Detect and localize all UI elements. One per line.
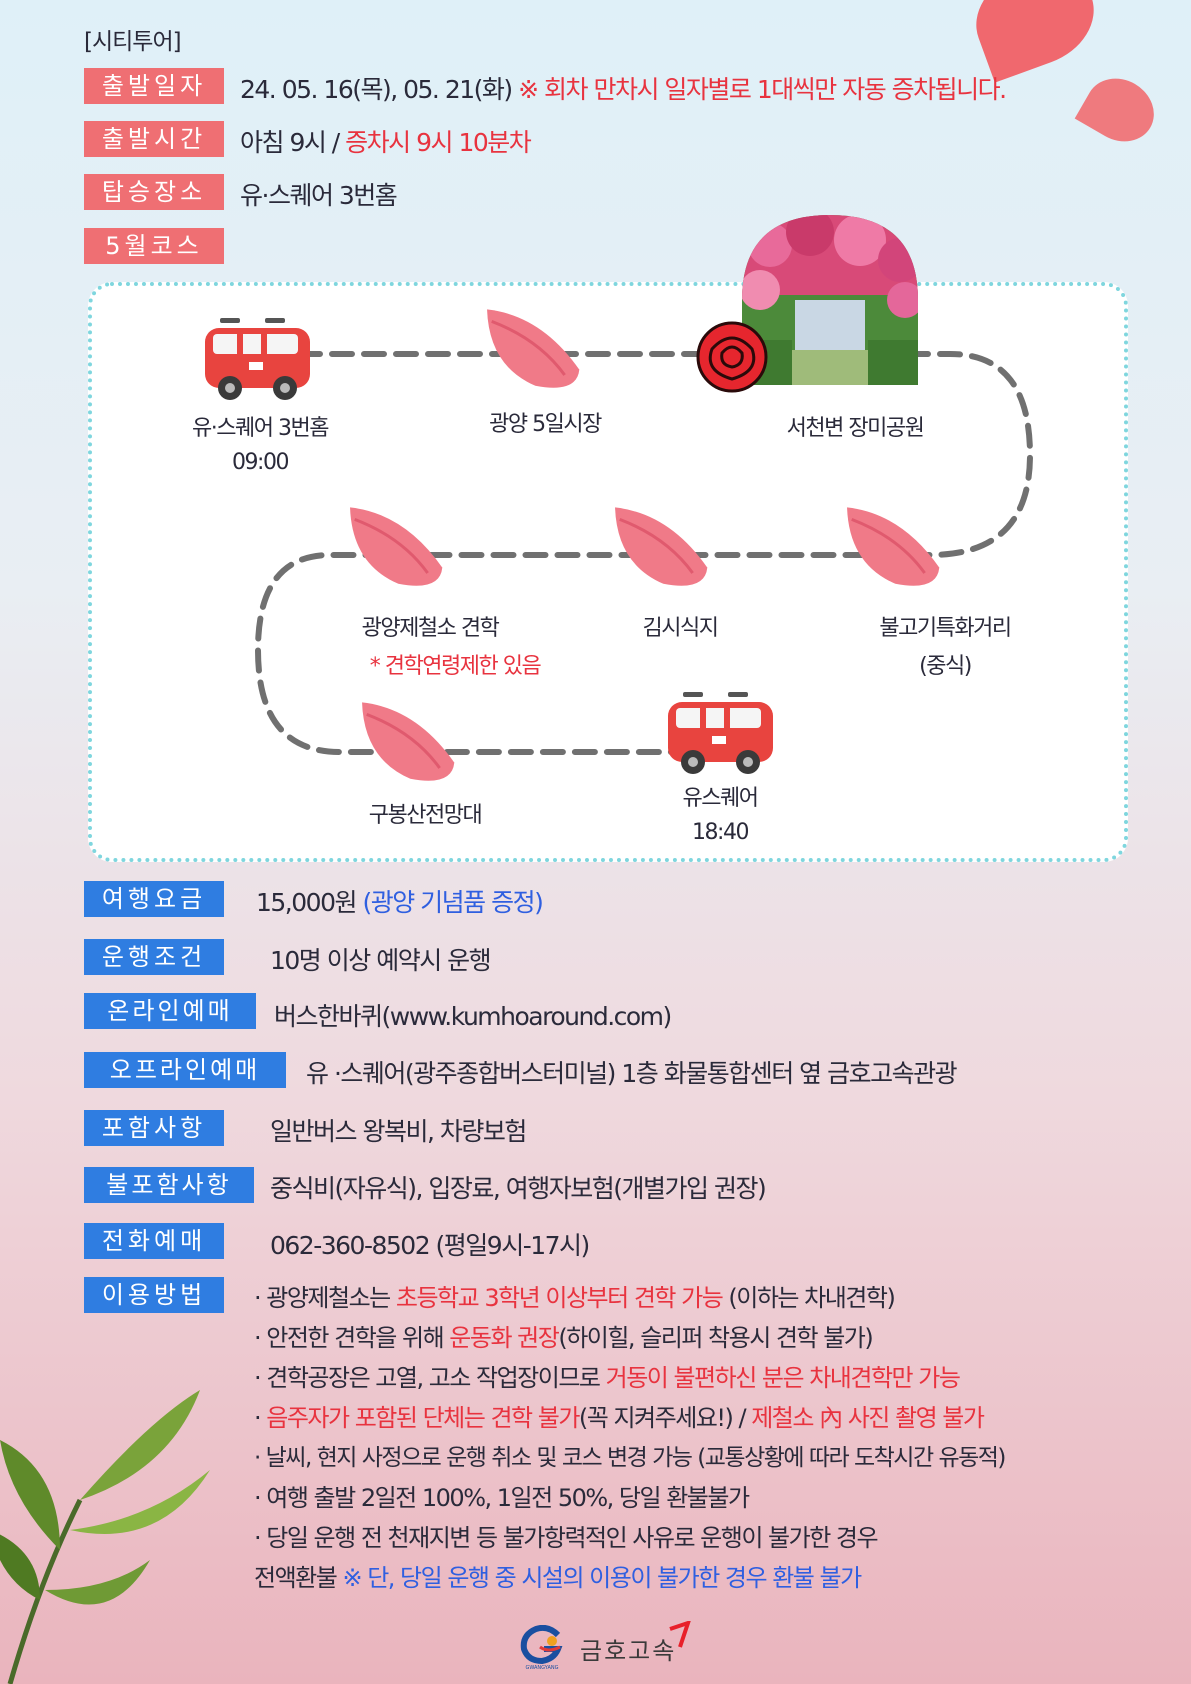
departure-time-note: 증차시 9시 10분차 (345, 128, 532, 157)
condition-value: 10명 이상 예약시 운행 (270, 946, 492, 975)
stop-kimsi: 김시식지 (642, 616, 719, 641)
course-route-svg (205, 215, 1034, 781)
usage-3a: · 견학공장은 고열, 고소 작업장이므로 (254, 1364, 606, 1392)
stop-bulgogi-sub: (중식) (919, 654, 972, 679)
usage-line-5: · 날씨, 현지 사정으로 운행 취소 및 코스 변경 가능 (교통상황에 따라… (254, 1445, 1006, 1471)
fare-value: 15,000원 (광양 기념품 증정) (256, 883, 544, 919)
stop-market: 광양 5일시장 (489, 412, 602, 437)
petal-marker-kimsi (615, 507, 708, 586)
kumho-logo: 금호고속 (580, 1620, 692, 1666)
stop-start-name: 유·스퀘어 3번홈 (192, 416, 329, 441)
usage-line-4: · 음주자가 포함된 단체는 견학 불가(꼭 지켜주세요!) / 제철소 內 사… (254, 1398, 1005, 1438)
kumho-swoosh-icon (669, 1620, 692, 1648)
fare-label: 여행요금 (84, 881, 224, 917)
usage-1b: 초등학교 3학년 이상부터 견학 가능 (395, 1284, 724, 1312)
stop-start: 유·스퀘어 3번홈 09:00 (170, 410, 350, 475)
departure-time-label: 출발시간 (84, 121, 224, 157)
stop-end-time: 18:40 (692, 820, 749, 845)
usage-3b: 거동이 불편하신 분은 차내견학만 가능 (605, 1364, 961, 1392)
offline-value: 유 ·스퀘어(광주종합버스터미널) 1층 화물통합센터 옆 금호고속관광 (306, 1059, 958, 1088)
stop-start-time: 09:00 (232, 450, 289, 475)
footer-logos: GWANGYANG 금호고속 (518, 1620, 692, 1671)
usage-8a: 전액환불 (254, 1564, 343, 1592)
stop-bulgogi: 불고기특화거리 (중식) (855, 610, 1035, 680)
petal-marker-bulgogi (847, 507, 940, 586)
gwangyang-logo-text: GWANGYANG (525, 1665, 559, 1671)
offline-label: 오프라인예매 (84, 1052, 286, 1088)
bus-icon-start (205, 318, 310, 400)
stop-bulgogi-name: 불고기특화거리 (879, 616, 1012, 641)
stop-end: 유스퀘어 18:40 (640, 780, 800, 845)
usage-8b: ※ 단, 당일 운행 중 시설의 이용이 불가한 경우 환불 불가 (342, 1564, 862, 1592)
usage-2a: · 안전한 견학을 위해 (254, 1324, 450, 1352)
usage-1a: · 광양제철소는 (254, 1284, 396, 1312)
stop-steel: 광양제철소 견학 * 견학연령제한 있음 (310, 610, 550, 680)
usage-label: 이용방법 (84, 1277, 224, 1313)
usage-2b: 운동화 권장 (449, 1324, 560, 1352)
boarding-label: 탑승장소 (84, 174, 224, 210)
stop-gubong: 구봉산전망대 (368, 803, 483, 828)
rose-icon (696, 321, 768, 393)
stop-steel-name: 광양제철소 견학 (361, 616, 500, 641)
excluded-value: 중식비(자유식), 입장료, 여행자보험(개별가입 권장) (270, 1174, 767, 1203)
stop-rose-park: 서천변 장미공원 (786, 416, 925, 441)
route-path (254, 351, 1034, 755)
petal-marker-gubong (362, 702, 455, 781)
included-value: 일반버스 왕복비, 차량보험 (270, 1117, 527, 1146)
usage-4d: 제철소 內 사진 촬영 불가 (751, 1404, 985, 1432)
leaf-decoration (0, 1390, 210, 1684)
departure-time-value: 아침 9시 / 증차시 9시 10분차 (240, 123, 532, 159)
usage-4b: 음주자가 포함된 단체는 견학 불가 (266, 1404, 580, 1432)
usage-1c: (이하는 차내견학) (722, 1284, 895, 1312)
included-label: 포함사항 (84, 1110, 224, 1146)
departure-date-value: 24. 05. 16(목), 05. 21(화) ※ 회차 만차시 일자별로 1… (240, 70, 1007, 106)
petal-marker-steel (350, 507, 443, 586)
departure-date-label: 출발일자 (84, 68, 224, 104)
stop-end-name: 유스퀘어 (682, 786, 759, 811)
usage-4a: · (254, 1404, 267, 1432)
condition-label: 운행조건 (84, 939, 224, 975)
departure-date-text: 24. 05. 16(목), 05. 21(화) (240, 75, 513, 104)
usage-2c: (하이힐, 슬리퍼 착용시 견학 불가) (558, 1324, 873, 1352)
usage-list: · 광양제철소는 초등학교 3학년 이상부터 견학 가능 (이하는 차내견학) … (254, 1278, 1006, 1598)
fare-text: 15,000원 (256, 888, 363, 917)
kumho-brand: 금호고속 (580, 1636, 677, 1665)
gwangyang-logo: GWANGYANG (518, 1625, 566, 1671)
fare-note: (광양 기념품 증정) (362, 888, 543, 917)
usage-line-2: · 안전한 견학을 위해 운동화 권장(하이힐, 슬리퍼 착용시 견학 불가) (254, 1318, 1005, 1358)
online-value: 버스한바퀴(www.kumhoaround.com) (274, 1002, 672, 1031)
departure-time-text: 아침 9시 / (240, 128, 346, 157)
stop-steel-note: * 견학연령제한 있음 (369, 654, 542, 679)
phone-value: 062-360-8502 (평일9시-17시) (270, 1231, 590, 1260)
header-tag: [시티투어] (84, 29, 182, 55)
bus-icon-end (668, 692, 773, 774)
usage-4c: (꼭 지켜주세요!) / (578, 1404, 752, 1432)
course-label: 5월코스 (84, 228, 224, 264)
boarding-value: 유·스퀘어 3번홈 (240, 181, 398, 210)
excluded-label: 불포함사항 (84, 1167, 254, 1203)
usage-line-6: · 여행 출발 2일전 100%, 1일전 50%, 당일 환불불가 (254, 1484, 750, 1512)
usage-line-3: · 견학공장은 고열, 고소 작업장이므로 거동이 불편하신 분은 차내견학만 … (254, 1358, 1005, 1398)
usage-line-7: · 당일 운행 전 천재지변 등 불가항력적인 사유로 운행이 불가한 경우 (254, 1524, 879, 1552)
phone-label: 전화예매 (84, 1223, 224, 1259)
petal-marker-market (487, 309, 580, 388)
departure-date-note: ※ 회차 만차시 일자별로 1대씩만 자동 증차됩니다. (518, 75, 1007, 104)
usage-line-8: 전액환불 ※ 단, 당일 운행 중 시설의 이용이 불가한 경우 환불 불가 (254, 1558, 1005, 1598)
gwangyang-logo-icon (520, 1625, 563, 1665)
usage-line-1: · 광양제철소는 초등학교 3학년 이상부터 견학 가능 (이하는 차내견학) (254, 1278, 1005, 1318)
online-label: 온라인예매 (84, 993, 256, 1029)
